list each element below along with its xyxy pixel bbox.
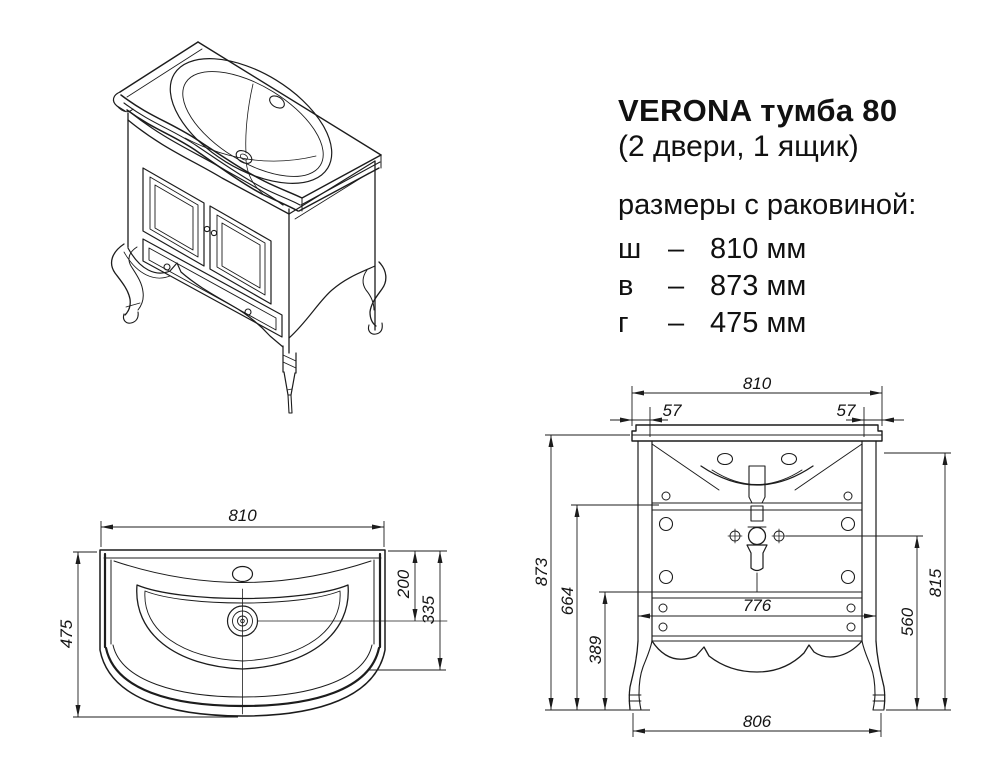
- frame-panels: [651, 491, 863, 642]
- front-view: 810 57 57 873 664 389 776 560 815 806: [532, 374, 951, 737]
- overflow-hole: [716, 452, 734, 466]
- plan-dimensions: [73, 521, 447, 718]
- basin: [169, 58, 333, 195]
- front-dim-drain-height: 560: [898, 607, 917, 636]
- overflow-hole: [780, 452, 798, 466]
- plan-dim-depth: 475: [57, 619, 76, 648]
- front-dim-height-lower: 389: [586, 635, 605, 664]
- drawer: [142, 238, 283, 338]
- drain-hole: [235, 149, 253, 165]
- drain-siphon: [727, 465, 787, 593]
- doors: [142, 167, 272, 305]
- apron: [123, 247, 284, 348]
- plan-dim-width: 810: [228, 506, 257, 525]
- legs: [110, 243, 387, 414]
- spec-row-height: в – 873 мм: [618, 268, 968, 305]
- plan-view: 810 475 200 335: [57, 506, 448, 718]
- spec-sep: –: [668, 270, 685, 302]
- spec-value: 475 мм: [710, 307, 807, 339]
- spec-key: в: [618, 270, 634, 302]
- spec-value: 810 мм: [710, 233, 807, 265]
- cabinet-body: [127, 111, 376, 354]
- front-dim-labels: 810 57 57 873 664 389 776 560 815 806: [532, 374, 945, 731]
- product-title: VERONA тумба 80: [618, 93, 898, 128]
- plan-dim-labels: 810 475 200 335: [57, 506, 438, 648]
- front-dim-frame-width: 776: [743, 596, 772, 615]
- front-dimensions: [545, 386, 951, 737]
- product-info: VERONA тумба 80 (2 двери, 1 ящик) размер…: [618, 92, 968, 342]
- legs-front: [628, 640, 886, 711]
- plan-dim-basin-depth: 335: [419, 595, 438, 624]
- front-dim-inset-left: 57: [663, 401, 682, 420]
- door-knob: [210, 229, 218, 237]
- sink-front: [637, 440, 877, 642]
- front-dim-height-under-counter: 664: [558, 587, 577, 615]
- door-knob: [203, 225, 211, 233]
- specs-heading: размеры с раковиной:: [618, 189, 917, 221]
- spec-sep: –: [668, 233, 685, 265]
- spec-row-width: ш – 810 мм: [618, 231, 968, 268]
- drawer-knob: [163, 263, 171, 271]
- faucet-hole: [231, 565, 254, 583]
- spec-row-depth: г – 475 мм: [618, 305, 968, 342]
- apron-front: [651, 640, 863, 673]
- faucet-hole: [269, 95, 285, 109]
- spec-sep: –: [668, 307, 685, 339]
- counter-top: [112, 41, 382, 212]
- product-subtitle: (2 двери, 1 ящик): [618, 130, 859, 163]
- front-dim-inset-right: 57: [837, 401, 856, 420]
- countertop: [631, 424, 883, 442]
- front-dim-body-height: 815: [926, 568, 945, 597]
- drawer-knob: [244, 308, 252, 316]
- specs-list: ш – 810 мм в – 873 мм г – 475 мм: [618, 231, 968, 342]
- basin-outline: [136, 565, 448, 715]
- front-dim-base-width: 806: [743, 712, 772, 731]
- spec-value: 873 мм: [710, 270, 807, 302]
- left-door: [142, 167, 205, 267]
- spec-key: ш: [618, 233, 642, 265]
- isometric-view: [110, 41, 387, 414]
- right-door: [209, 205, 272, 305]
- plan-dim-drain-offset: 200: [394, 569, 413, 599]
- front-dim-height-total: 873: [532, 557, 551, 586]
- spec-key: г: [618, 307, 629, 339]
- front-dim-width: 810: [743, 374, 772, 393]
